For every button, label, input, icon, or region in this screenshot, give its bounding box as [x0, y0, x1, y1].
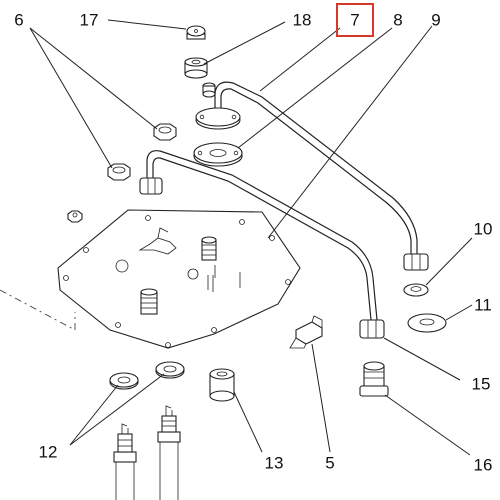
callout-16: 16 — [473, 455, 493, 475]
washer-12-right — [155, 361, 185, 379]
tube-8 — [214, 81, 418, 254]
flange-upper — [195, 107, 241, 130]
tube-9 — [146, 150, 378, 321]
callout-15: 15 — [471, 374, 491, 394]
washer-10 — [403, 283, 429, 297]
callout-8: 8 — [393, 10, 403, 30]
clip-5 — [289, 315, 323, 349]
callout-9: 9 — [431, 10, 441, 30]
fitting-16 — [359, 361, 389, 397]
fitting-15 — [359, 319, 385, 339]
washer-11 — [407, 313, 447, 333]
callout-11: 11 — [474, 295, 492, 315]
grommet-18 — [184, 57, 208, 79]
callout-17: 17 — [79, 10, 99, 30]
center-axis-line — [0, 289, 76, 331]
nut-6-upper — [153, 123, 177, 141]
plug-17 — [186, 25, 206, 40]
base-plate — [57, 209, 301, 349]
nut-6-lower — [107, 163, 131, 181]
leader-lines — [29, 19, 473, 456]
small-nut — [67, 210, 83, 223]
callout-18: 18 — [292, 10, 312, 30]
washer-12-left — [109, 372, 139, 390]
heating-element-right — [157, 405, 181, 500]
plate-holes — [63, 215, 291, 348]
highlight-box — [336, 3, 374, 37]
callout-7: 7 — [350, 10, 360, 30]
callout-6: 6 — [14, 10, 24, 30]
callout-13: 13 — [264, 453, 284, 473]
plate-threaded-fitting-left — [140, 288, 158, 315]
fitting-10 — [403, 253, 429, 271]
plate-pins — [207, 265, 241, 292]
heating-element-left — [113, 423, 137, 500]
sleeve-13 — [209, 368, 235, 402]
plate-bracket — [138, 227, 177, 255]
callout-12: 12 — [38, 442, 58, 462]
callout-10: 10 — [473, 219, 493, 239]
tube-9-nut — [139, 177, 163, 195]
plate-threaded-fitting-center — [201, 236, 217, 261]
small-washer-18 — [202, 82, 216, 98]
flange-lower — [193, 142, 243, 167]
callout-5: 5 — [325, 453, 335, 473]
